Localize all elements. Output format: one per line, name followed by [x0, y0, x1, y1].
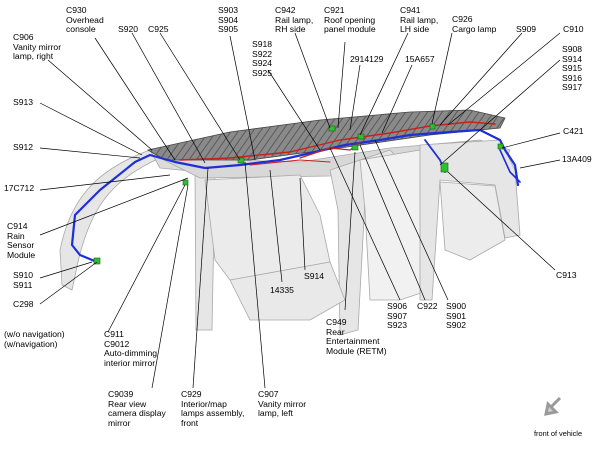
leader-lines — [39, 32, 561, 389]
connector-c911 — [182, 179, 189, 186]
connectors — [93, 123, 504, 265]
label-c949: C949 Rear Entertainment Module (RETM) — [326, 317, 387, 356]
label-s914: S914 — [304, 271, 325, 281]
label-s900: S900 S901 S902 — [446, 301, 467, 331]
label-s918: S918 S922 S924 S925 — [252, 39, 273, 78]
connector-c925 — [237, 157, 245, 164]
label-c421: C421 — [563, 126, 584, 136]
label-c921: C921 Roof opening panel module — [324, 5, 376, 35]
connector-c949 — [351, 144, 359, 151]
label-s903: S903 S904 S905 — [218, 5, 239, 35]
label-s909: S909 — [516, 24, 537, 34]
rear-quarter — [439, 181, 506, 261]
label-c914: C914 Rain Sensor Module — [7, 221, 36, 260]
label-c929: C929 Interior/map lamps assembly, front — [181, 389, 245, 428]
label-p2914129: 2914129 — [350, 54, 384, 64]
label-c9039: C9039 Rear view camera display mirror — [108, 389, 166, 428]
wiring-harness — [70, 121, 521, 264]
label-c930: C930 Overhead console — [66, 5, 104, 35]
label-s920: S920 — [118, 24, 139, 34]
harness-blue-rear — [499, 149, 521, 183]
front-arrow-icon — [544, 396, 562, 416]
label-c942: C942 Rail lamp, RH side — [275, 5, 314, 35]
connector-c942 — [328, 125, 336, 132]
label-nav: (w/o navigation) (w/navigation) — [4, 329, 65, 349]
label-front: front of vehicle — [534, 429, 583, 438]
connector-c421 — [497, 143, 504, 150]
connector-c941 — [357, 133, 365, 140]
label-c910: C910 — [563, 24, 584, 34]
label-c906: C906 Vanity mirror lamp, right — [13, 32, 62, 62]
label-s906: S906 S907 S923 — [387, 301, 408, 331]
label-p17c712: 17C712 — [4, 183, 35, 193]
harness-red-side — [249, 159, 331, 166]
label-c913: C913 — [556, 270, 577, 280]
label-p13a409: 13A409 — [562, 154, 592, 164]
label-c941: C941 Rail lamp, LH side — [400, 5, 439, 35]
harness-blue-main — [70, 128, 520, 264]
connector-c913 — [440, 162, 449, 173]
label-c925: C925 — [148, 24, 169, 34]
label-s913: S913 — [13, 97, 34, 107]
label-c911: C911 C9012 Auto-dimming interior mirror — [104, 329, 158, 368]
connector-c926 — [429, 123, 436, 130]
rear-door-opening — [359, 149, 431, 301]
label-c926: C926 Cargo lamp — [452, 14, 497, 34]
label-c907: C907 Vanity mirror lamp, left — [258, 389, 307, 419]
label-s908: S908 S914 S915 S916 S917 — [562, 44, 583, 93]
label-c922: C922 — [417, 301, 438, 311]
connector-c298 — [93, 257, 101, 265]
body-side-panel — [204, 174, 331, 281]
roof-panel — [146, 109, 506, 161]
harness-red-main — [179, 121, 496, 161]
label-p15a657: 15A657 — [405, 54, 435, 64]
label-p14335: 14335 — [270, 285, 294, 295]
floor-panel — [229, 261, 346, 321]
label-s912: S912 — [13, 142, 34, 152]
label-s910: S910 S911 — [13, 270, 34, 290]
c-pillar — [329, 149, 401, 336]
label-c298: C298 — [13, 299, 34, 309]
